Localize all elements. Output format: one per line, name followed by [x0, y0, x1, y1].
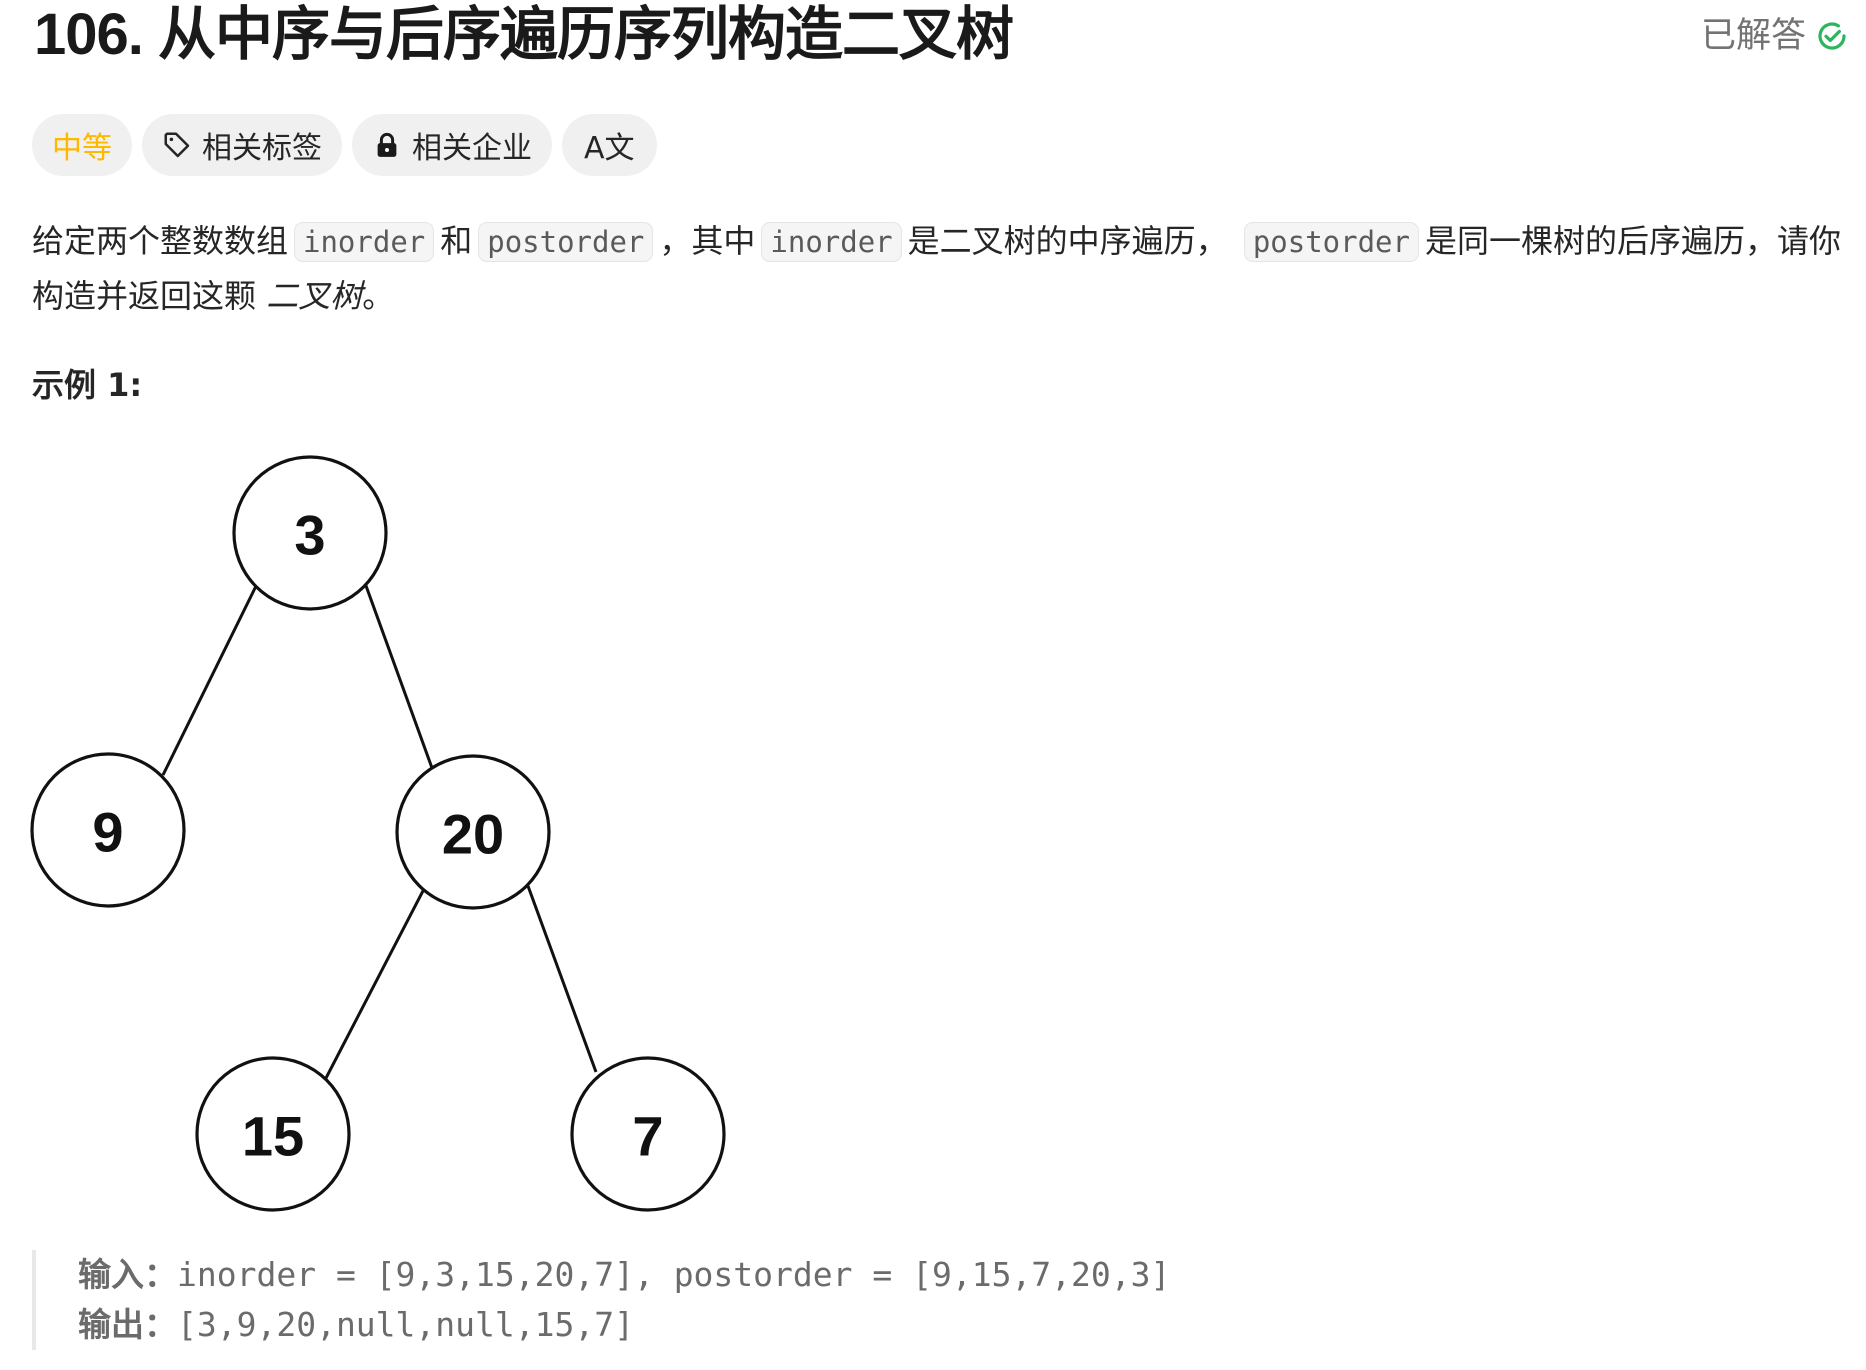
inline-code-postorder: postorder: [478, 222, 654, 262]
example-heading: 示例 1:: [32, 366, 143, 404]
input-value: inorder = [9,3,15,20,7], postorder = [9,…: [177, 1255, 1171, 1294]
tree-node-label: 20: [442, 803, 504, 866]
input-label: 输入：: [78, 1255, 177, 1294]
inline-code-postorder: postorder: [1243, 222, 1419, 262]
tree-node-20: [395, 754, 551, 910]
description-text: ，其中: [659, 222, 756, 260]
tree-edge: [161, 581, 260, 776]
check-circle-icon: [1818, 22, 1846, 50]
inline-code-inorder: inorder: [294, 222, 435, 262]
emphasis-binary-tree: 二叉树: [266, 277, 363, 315]
tree-node-label: 7: [632, 1105, 663, 1168]
example-input-line: 输入：inorder = [9,3,15,20,7], postorder = …: [78, 1250, 1170, 1300]
description-text: 是同一棵树的后序遍历，请你构造并返回这颗: [32, 222, 1841, 315]
description-text: 和: [440, 222, 473, 260]
binary-tree-diagram: 3 9 20 15 7: [30, 455, 726, 1212]
tree-node-label: 15: [242, 1105, 304, 1168]
related-tags-button[interactable]: 相关标签: [142, 114, 342, 176]
output-label: 输出：: [78, 1305, 177, 1344]
description-text: 。: [362, 277, 395, 315]
translate-button[interactable]: A文: [562, 114, 657, 176]
difficulty-label: 中等: [52, 131, 112, 166]
problem-title: 106. 从中序与后序遍历序列构造二叉树: [34, 2, 1014, 67]
tree-node-3: [232, 455, 388, 611]
related-tags-label: 相关标签: [202, 131, 322, 166]
solved-status: 已解答: [1701, 14, 1848, 58]
difficulty-badge[interactable]: 中等: [32, 114, 132, 176]
solved-label: 已解答: [1700, 16, 1806, 56]
tree-node-label: 3: [294, 504, 325, 567]
example-output-line: 输出：[3,9,20,null,null,15,7]: [78, 1300, 1170, 1350]
description-text: 是二叉树的中序遍历，: [907, 222, 1228, 260]
tree-node-label: 9: [92, 801, 123, 864]
inline-code-inorder: inorder: [761, 222, 902, 262]
tree-edge: [363, 582, 434, 769]
example-io-block: 输入：inorder = [9,3,15,20,7], postorder = …: [32, 1250, 1170, 1350]
translate-icon: A文: [584, 131, 635, 166]
tree-edge: [323, 886, 427, 1081]
related-companies-label: 相关企业: [412, 131, 532, 166]
tree-node-7: [570, 1056, 726, 1212]
output-value: [3,9,20,null,null,15,7]: [177, 1305, 634, 1344]
tree-edge: [526, 885, 598, 1073]
tree-node-9: [30, 752, 186, 908]
problem-chips: 中等 相关标签 相关企业 A文: [32, 114, 657, 176]
lock-icon: [377, 132, 397, 157]
related-companies-button[interactable]: 相关企业: [352, 114, 552, 176]
tag-icon: [164, 132, 190, 158]
description-text: 给定两个整数数组: [32, 222, 289, 260]
tree-node-15: [195, 1056, 351, 1212]
